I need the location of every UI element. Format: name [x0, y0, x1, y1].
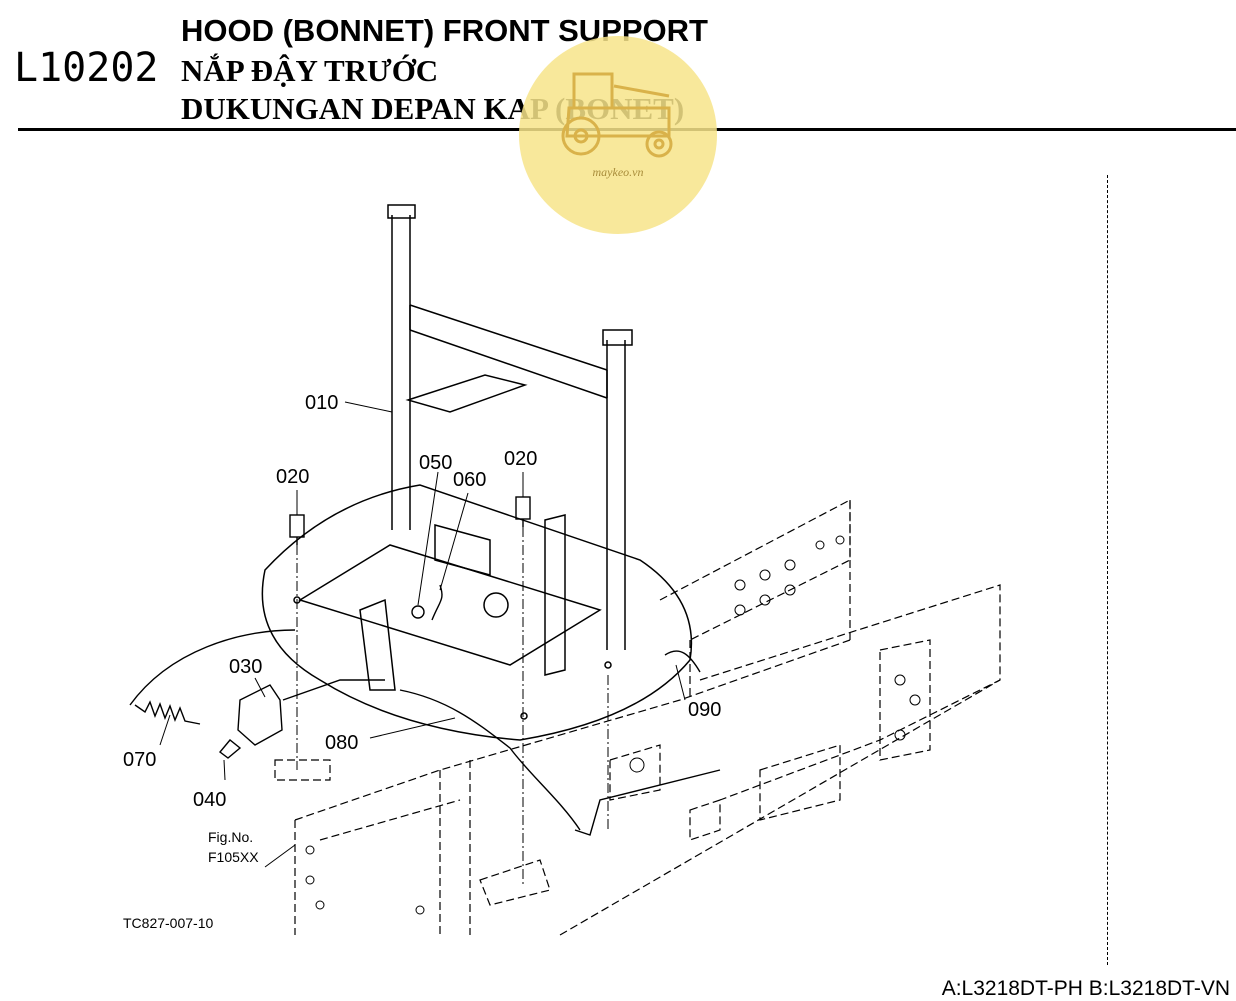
callout-020-right: 020	[504, 448, 537, 470]
callout-040: 040	[193, 789, 226, 811]
leader-lines	[159, 401, 686, 868]
spring-070	[129, 629, 296, 725]
callout-070: 070	[123, 749, 156, 771]
callout-010: 010	[305, 392, 338, 414]
support-base-plate	[261, 484, 693, 741]
bolt-020-left	[289, 514, 305, 545]
callout-060: 060	[453, 469, 486, 491]
model-applicability: A:L3218DT-PH B:L3218DT-VN	[941, 977, 1230, 1000]
latch-030	[218, 679, 385, 759]
drawing-code: TC827-007-10	[123, 915, 213, 931]
hood-support-frame	[387, 204, 633, 650]
page-boundary-line	[1107, 175, 1108, 965]
fig-ref-label: Fig.No.	[208, 829, 253, 845]
page-code: L10202	[14, 45, 159, 91]
callout-050: 050	[419, 452, 452, 474]
alignment-lines	[296, 527, 609, 885]
tractor-icon	[561, 72, 673, 158]
clip-060	[431, 584, 443, 621]
fig-ref-number: F105XX	[208, 849, 259, 865]
callout-030: 030	[229, 656, 262, 678]
title-vietnamese: NẮP ĐẬY TRƯỚC	[181, 53, 439, 88]
cable-080	[399, 689, 721, 836]
watermark-text: maykeo.vn	[593, 165, 644, 179]
watermark-logo: maykeo.vn	[519, 36, 717, 234]
callout-labels: 010 020 020 030 040 050 060 070 080 090 …	[123, 392, 721, 931]
callout-090: 090	[688, 699, 721, 721]
chassis-frame	[274, 499, 1001, 936]
pin-090	[664, 650, 701, 673]
callout-020-left: 020	[276, 466, 309, 488]
chassis-holes	[305, 535, 921, 915]
washer-050	[411, 605, 425, 619]
callout-080: 080	[325, 732, 358, 754]
